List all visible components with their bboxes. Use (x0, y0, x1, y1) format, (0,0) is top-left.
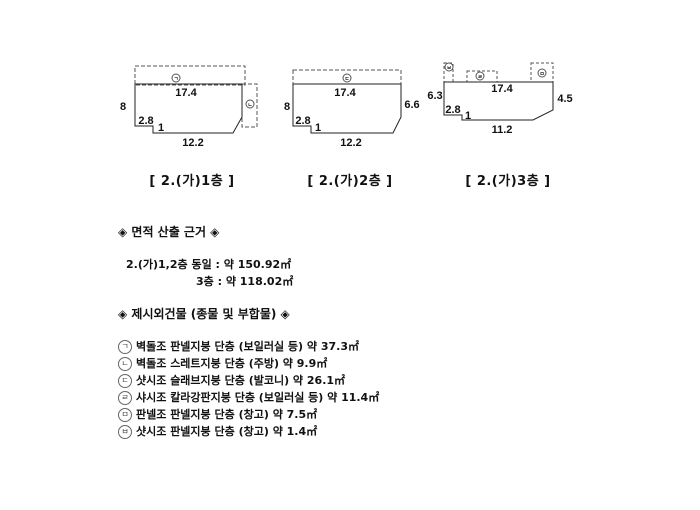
marker-circle (537, 68, 547, 78)
dim-step-v: 2.8 (138, 115, 153, 127)
dim-top: 17.4 (334, 87, 356, 99)
dim-bottom: 12.2 (340, 137, 361, 149)
marker-circle (444, 62, 454, 72)
item-marker: ㅂ (118, 425, 132, 439)
plan-3f: ㅂ ㄹ ㅁ 17.4 6.3 4.5 2.8 1 11.2 (427, 62, 573, 136)
area-line-2: 3층 : 약 118.02㎡ (196, 275, 294, 288)
plan-outline (134, 83, 243, 134)
item-marker: ㄹ (118, 391, 132, 405)
dim-step-h: 1 (315, 122, 321, 134)
plan-2f-caption: [ 2.(가)2층 ] (307, 174, 393, 189)
marker-circle (342, 73, 352, 83)
marker-circle (171, 73, 181, 83)
item-text: 벽돌조 판넬지붕 단층 (보일러실 등) 약 37.3㎡ (136, 340, 359, 353)
item-marker: ㄷ (118, 374, 132, 388)
plan-3f-caption: [ 2.(가)3층 ] (465, 174, 551, 189)
list-item: ㄱ 벽돌조 판넬지붕 단층 (보일러실 등) 약 37.3㎡ (118, 338, 359, 354)
plan-1f-caption: [ 2.(가)1층 ] (149, 174, 235, 189)
marker-label: ㄱ (174, 77, 179, 83)
dim-bottom: 12.2 (182, 137, 203, 149)
dim-right: 6.6 (404, 99, 419, 111)
list-item: ㄷ 샷시조 슬래브지붕 단층 (발코니) 약 26.1㎡ (118, 372, 345, 388)
list-item: ㅂ 샷시조 판넬지붕 단층 (창고) 약 1.4㎡ (118, 423, 317, 439)
item-text: 샤시조 칼라강판지붕 단층 (보일러실 등) 약 11.4㎡ (136, 391, 380, 404)
list-item: ㄴ 벽돌조 스레트지붕 단층 (주방) 약 9.9㎡ (118, 355, 327, 371)
marker-circle (245, 99, 255, 109)
dim-step-v: 2.8 (445, 104, 460, 116)
plan-1f: ㄱ ㄴ 17.4 8 2.8 1 12.2 (120, 65, 258, 149)
dim-right: 4.5 (557, 93, 572, 105)
marker-circle (475, 71, 485, 81)
list-item: ㄹ 샤시조 칼라강판지붕 단층 (보일러실 등) 약 11.4㎡ (118, 389, 379, 405)
item-text: 벽돌조 스레트지붕 단층 (주방) 약 9.9㎡ (136, 357, 328, 370)
dim-step-v: 2.8 (295, 115, 310, 127)
list-item: ㅁ 판넬조 판넬지붕 단층 (창고) 약 7.5㎡ (118, 406, 317, 422)
marker-label: ㅂ (447, 66, 452, 72)
item-marker: ㄱ (118, 340, 132, 354)
annex-outline-a (134, 65, 246, 86)
area-basis-heading: ◈ 면적 산출 근거 ◈ (118, 225, 220, 239)
dim-bottom: 11.2 (492, 124, 513, 136)
dim-top: 17.4 (175, 87, 197, 99)
floor-plans: ㄱ ㄴ 17.4 8 2.8 1 12.2 ㄷ 17.4 8 6.6 2.8 1… (120, 62, 573, 149)
item-text: 샷시조 슬래브지붕 단층 (발코니) 약 26.1㎡ (136, 374, 346, 387)
area-line-1: 2.(가)1,2층 동일 : 약 150.92㎡ (126, 258, 292, 271)
marker-label: ㄹ (478, 75, 483, 81)
item-marker: ㄴ (118, 357, 132, 371)
dim-left: 6.3 (427, 90, 442, 102)
plan-2f: ㄷ 17.4 8 6.6 2.8 1 12.2 (284, 69, 420, 149)
dim-left: 8 (284, 101, 290, 113)
dim-step-h: 1 (465, 110, 471, 122)
marker-label: ㅁ (540, 72, 545, 78)
annex-outline-b (241, 83, 258, 128)
item-marker: ㅁ (118, 408, 132, 422)
marker-label: ㄴ (248, 103, 253, 109)
plan-outline (292, 83, 402, 134)
extra-buildings-heading: ◈ 제시외건물 (종물 및 부합물) ◈ (118, 307, 290, 321)
dim-left: 8 (120, 101, 126, 113)
item-text: 샷시조 판넬지붕 단층 (창고) 약 1.4㎡ (136, 425, 318, 438)
dim-top: 17.4 (491, 83, 513, 95)
dim-step-h: 1 (158, 122, 164, 134)
marker-label: ㄷ (345, 77, 350, 83)
item-text: 판넬조 판넬지붕 단층 (창고) 약 7.5㎡ (136, 408, 318, 421)
plan-outline (443, 81, 554, 121)
